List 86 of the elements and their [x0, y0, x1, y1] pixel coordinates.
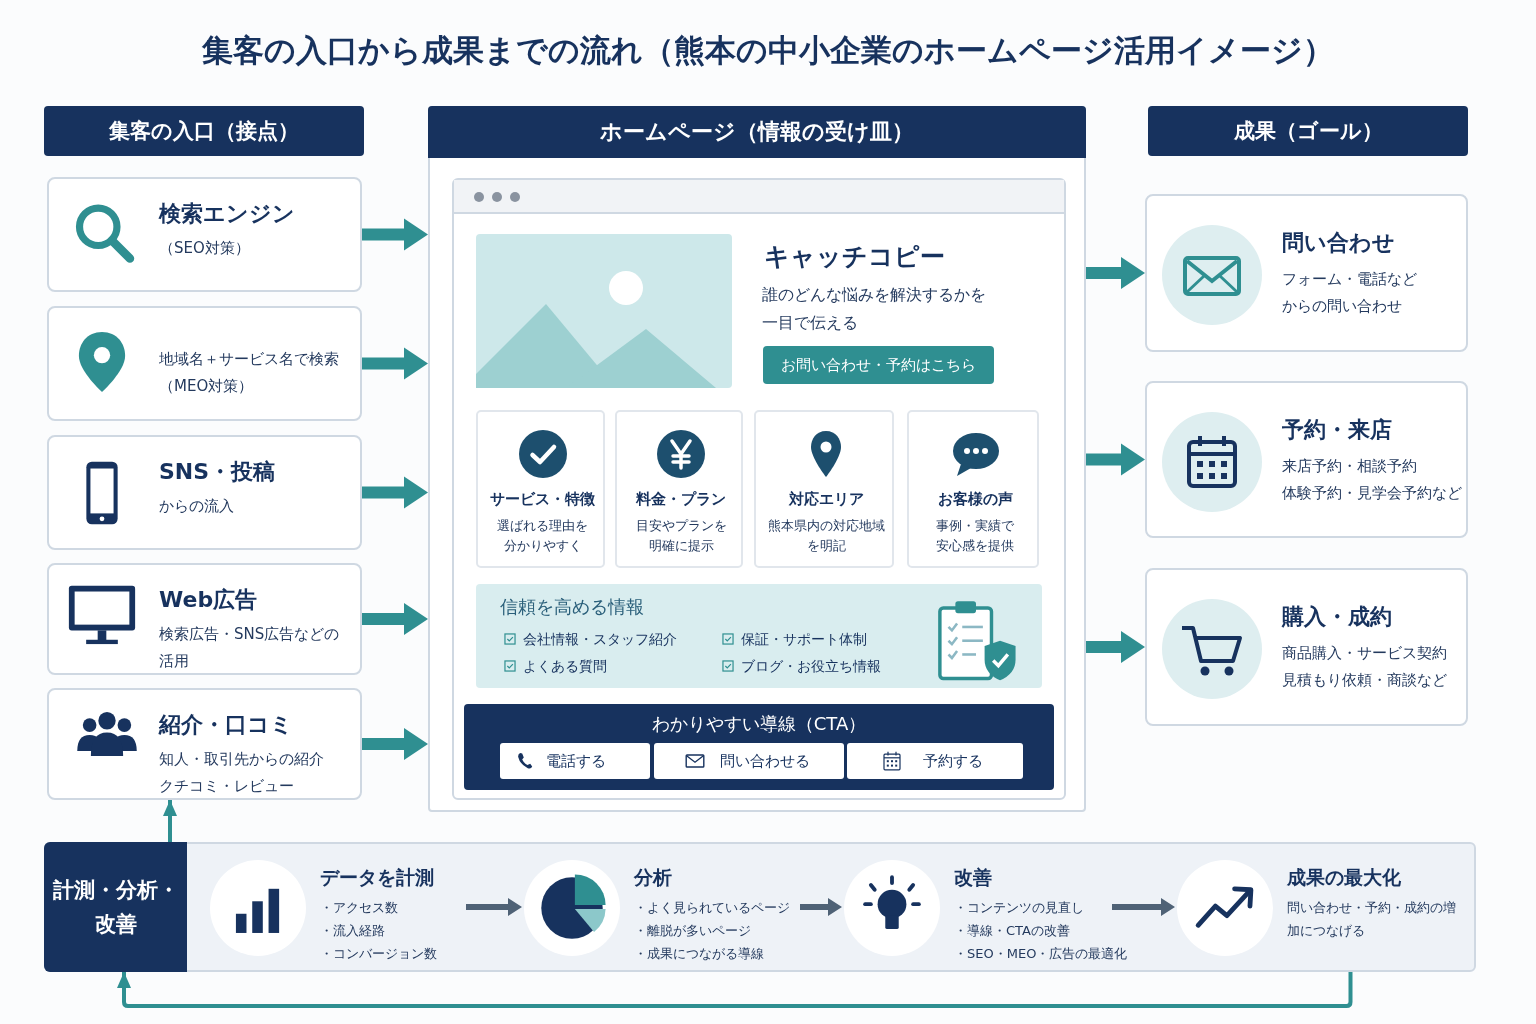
- action-button: 予約する: [847, 743, 1023, 779]
- feature-card: [907, 410, 1039, 568]
- step-text: ・離脱が多いページ: [634, 922, 751, 940]
- card-heading: SNS・投稿: [159, 458, 276, 486]
- card-text: 見積もり依頼・商談など: [1282, 670, 1447, 691]
- cta-heading: わかりやすい導線（CTA）: [650, 712, 868, 736]
- card-text: 検索広告・SNS広告などの活用: [159, 624, 341, 672]
- info-heading: 信頼を高める情報: [500, 595, 644, 619]
- result-card: [1145, 568, 1468, 726]
- feature-heading: お客様の声: [936, 489, 1014, 510]
- homepage-panel: [428, 106, 1086, 812]
- card-heading: 購入・成約: [1282, 603, 1392, 631]
- step-heading: 分析: [634, 865, 672, 890]
- arrow: [1086, 257, 1145, 289]
- card-text: 地域名＋サービス名で検索（MEO対策）: [159, 349, 340, 397]
- arrow: [1112, 898, 1175, 916]
- step-text: ・よく見られているページ: [634, 899, 790, 917]
- arrow: [362, 218, 428, 251]
- improvement-band: [44, 842, 1476, 972]
- step-heading: 成果の最大化: [1287, 865, 1401, 890]
- cta-band: [464, 704, 1054, 790]
- step-heading: データを計測: [320, 865, 434, 890]
- arrow: [466, 898, 522, 916]
- action-button: 電話する: [500, 743, 650, 779]
- checklist-item: ブログ・お役立ち情報: [741, 657, 881, 676]
- card-text: 体験予約・見学会予約など: [1282, 483, 1462, 504]
- step-text: ・成果につながる導線: [634, 945, 764, 963]
- diagram-title: 集客の入口から成果までの流れ（熊本の中小企業のホームページ活用イメージ）: [201, 31, 1335, 70]
- source-card: [47, 563, 362, 675]
- arrow: [362, 476, 428, 509]
- source-card: [47, 306, 362, 421]
- card-heading: Web広告: [159, 586, 258, 614]
- checklist-item: 保証・サポート体制: [741, 630, 867, 649]
- catchphrase-text: 誰のどんな悩みを解決するかを一目で伝える: [762, 284, 987, 334]
- arrow: [362, 603, 428, 635]
- card-heading: 予約・来店: [1282, 416, 1392, 444]
- feature-text: 事例・実績で安心感を提供: [935, 517, 1015, 555]
- card-text: からの流入: [159, 496, 235, 517]
- source-card: [47, 688, 362, 800]
- step-text: ・流入経路: [320, 922, 385, 940]
- info-panel: [476, 584, 1042, 688]
- step-text: ・コンバージョン数: [320, 945, 437, 963]
- checklist-item: 会社情報・スタッフ紹介: [523, 630, 677, 649]
- feature-text: 熊本県内の対応地域を明記: [766, 517, 886, 555]
- feature-text: 目安やプランを明確に提示: [634, 517, 728, 555]
- step-heading: 改善: [954, 865, 992, 890]
- band-label: 計測・分析・改善: [44, 842, 187, 972]
- feature-heading: 対応エリア: [787, 489, 865, 510]
- arrow: [1086, 631, 1145, 663]
- card-heading: 問い合わせ: [1282, 229, 1395, 257]
- step-text: 問い合わせ・予約・成約の増加につなげる: [1287, 899, 1457, 940]
- catchphrase-heading: キャッチコピー: [764, 241, 945, 273]
- column-header: 成果（ゴール）: [1148, 106, 1468, 156]
- feature-card: [615, 410, 743, 568]
- step-text: ・SEO・MEO・広告の最適化: [954, 945, 1128, 963]
- arrow: [800, 898, 842, 916]
- feature-heading: 料金・プラン: [635, 489, 727, 510]
- result-card: [1145, 194, 1468, 352]
- card-text: フォーム・電話などからの問い合わせ: [1282, 269, 1418, 317]
- card-text: 来店予約・相談予約: [1282, 456, 1417, 477]
- action-button: 問い合わせる: [654, 743, 844, 779]
- arrow: [362, 347, 428, 380]
- source-card: [47, 177, 362, 292]
- result-card: [1145, 381, 1468, 538]
- feature-heading: サービス・特徴: [489, 489, 596, 510]
- cta-button: お問い合わせ・予約はこちら: [763, 346, 994, 384]
- step-text: ・導線・CTAの改善: [954, 922, 1070, 940]
- panel-header: ホームページ（情報の受け皿）: [428, 106, 1086, 158]
- arrow: [163, 800, 177, 842]
- card-heading: 紹介・口コミ: [159, 711, 293, 739]
- card-text: 商品購入・サービス契約: [1282, 643, 1447, 664]
- arrow: [362, 728, 428, 760]
- card-heading: 検索エンジン: [159, 200, 295, 228]
- feature-card: [476, 410, 605, 568]
- card-text: （SEO対策）: [159, 238, 251, 259]
- step-text: ・コンテンツの見直し: [954, 899, 1084, 917]
- feature-text: 選ばれる理由を分かりやすく: [496, 517, 589, 555]
- arrow: [1086, 443, 1145, 476]
- column-header: 集客の入口（接点）: [44, 106, 364, 156]
- card-text: クチコミ・レビュー: [159, 776, 295, 797]
- source-card: [47, 435, 362, 550]
- feature-card: [754, 410, 894, 568]
- card-text: 知人・取引先からの紹介: [159, 749, 325, 770]
- step-text: ・アクセス数: [320, 899, 398, 917]
- arrow: [117, 972, 1353, 1008]
- checklist-item: よくある質問: [523, 657, 607, 676]
